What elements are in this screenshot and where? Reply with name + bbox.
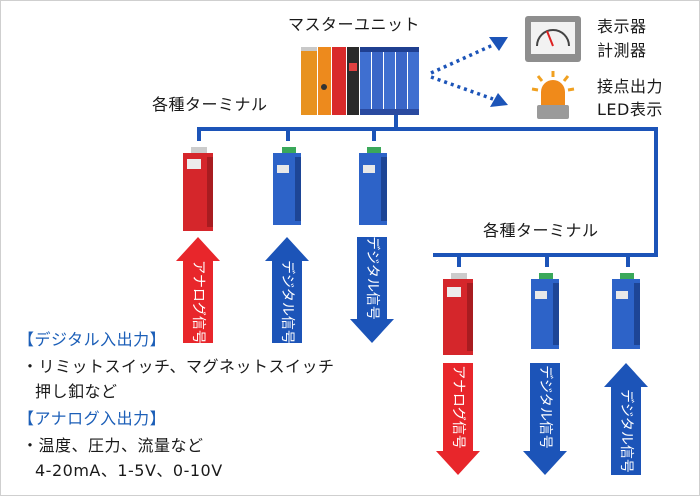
signal-arrow-label-right-2: デジタル信号 [537, 365, 554, 449]
display-label-line1: 表示器 [597, 17, 647, 36]
signal-arrow-right-2 [523, 363, 567, 475]
analog-io-line1: ・温度、圧力、流量など [22, 436, 204, 455]
contact-label-line2: LED表示 [597, 100, 663, 119]
signal-arrow-label-right-3: デジタル信号 [618, 389, 635, 473]
signal-arrow-right-1 [436, 363, 480, 475]
digital-io-line2: 押し釦など [35, 382, 118, 401]
signal-arrow-left-1 [176, 237, 220, 343]
indicator-lamp-icon [531, 71, 575, 119]
signal-arrow-label-left-2: デジタル信号 [279, 260, 296, 344]
digital-io-heading: 【デジタル入出力】 [18, 330, 167, 349]
terminals-label-1: 各種ターミナル [152, 95, 268, 114]
dotted-arrowhead-lower [490, 93, 508, 107]
contact-label-line1: 接点出力 [597, 77, 664, 96]
terminals-label-2: 各種ターミナル [483, 221, 599, 240]
panel-meter-icon [525, 16, 581, 62]
terminal-digital-1 [273, 147, 301, 225]
signal-arrow-left-3 [350, 237, 394, 343]
signal-arrow-left-2 [265, 237, 309, 343]
master-unit [301, 47, 419, 115]
terminal-digital-4 [612, 273, 640, 349]
signal-arrow-label-left-3: デジタル信号 [364, 236, 381, 320]
analog-io-heading: 【アナログ入出力】 [18, 409, 167, 428]
signal-arrows-right: アナログ信号 デジタル信号 デジタル信号 [436, 363, 648, 475]
signal-arrow-label-left-1: アナログ信号 [190, 260, 206, 344]
display-label-line2: 計測器 [597, 41, 647, 60]
terminal-analog-1 [183, 147, 213, 231]
master-unit-label: マスターユニット [288, 15, 421, 34]
analog-io-line2: 4-20mA、1-5V、0-10V [35, 461, 223, 480]
terminal-analog-2 [443, 273, 473, 355]
dotted-arrowhead-upper [489, 37, 508, 51]
signal-arrow-right-3 [604, 363, 648, 475]
terminal-digital-3 [531, 273, 559, 349]
signal-arrows-left: アナログ信号 デジタル信号 デジタル信号 [176, 236, 394, 344]
bus-lines [197, 111, 658, 267]
terminal-digital-2 [359, 147, 387, 225]
signal-arrow-label-right-1: アナログ信号 [450, 365, 466, 449]
digital-io-line1: ・リミットスイッチ、マグネットスイッチ [22, 357, 335, 376]
signal-dotted-lines [430, 43, 494, 101]
